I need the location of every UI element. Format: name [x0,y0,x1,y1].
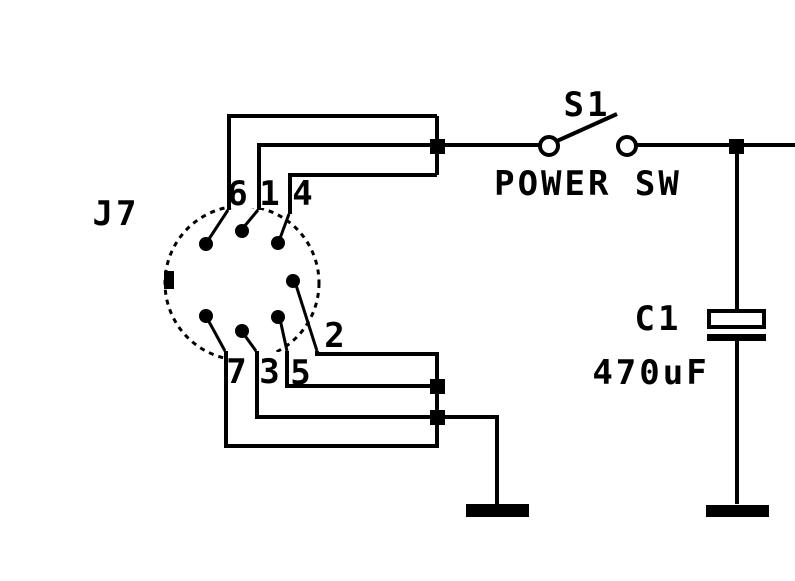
junction-dot-switch-feed [430,139,445,154]
wire-pin1 [257,143,437,210]
junction-dot-cap [729,139,744,154]
wire-pin3 [255,351,437,419]
connector-key-notch [164,271,174,289]
pin-dot-3 [235,324,249,338]
leader-pin7 [205,317,227,352]
ground-symbol-right [706,505,769,517]
label-pin5: 5 [290,353,313,393]
pin-dot-6 [199,237,213,251]
label-pin6: 6 [227,174,250,214]
pin-label-mask-top [228,175,320,208]
wire-pin4 [288,173,437,214]
ground-symbol-left [466,504,529,517]
leader-pin6 [205,209,230,243]
wire-pin2 [315,351,439,386]
switch-contact-left [538,135,560,157]
pin-label-mask-bottom [225,352,318,385]
leader-pin2 [294,284,319,352]
wire-pin6 [227,114,437,210]
pin-dot-2 [286,274,300,288]
junction-dot-gnd-a [430,379,445,394]
switch-arm [556,112,618,143]
label-c1: C1 [635,299,682,339]
label-power-sw: POWER SW [494,164,682,204]
wire-to-ground-left [437,415,499,505]
switch-contact-right [616,135,638,157]
capacitor-plate-negative [707,334,766,341]
label-s1: S1 [564,85,611,125]
label-pin7: 7 [226,352,249,392]
pin-dot-1 [235,224,249,238]
label-c1-value: 470uF [592,353,709,393]
wire-pin7 [224,351,439,448]
label-pin2: 2 [324,316,347,356]
label-pin4: 4 [292,174,315,214]
pin-dot-4 [271,236,285,250]
leader-pin4 [277,213,291,242]
pin-dot-7 [199,309,213,323]
pin-dot-5 [271,310,285,324]
label-j7: J7 [93,194,140,234]
wire-pin5 [285,351,437,388]
junction-dot-gnd-b [430,410,445,425]
label-pin3: 3 [259,352,282,392]
label-pin1: 1 [259,174,282,214]
capacitor-plate-positive [707,309,766,329]
leader-pin5 [278,318,289,352]
